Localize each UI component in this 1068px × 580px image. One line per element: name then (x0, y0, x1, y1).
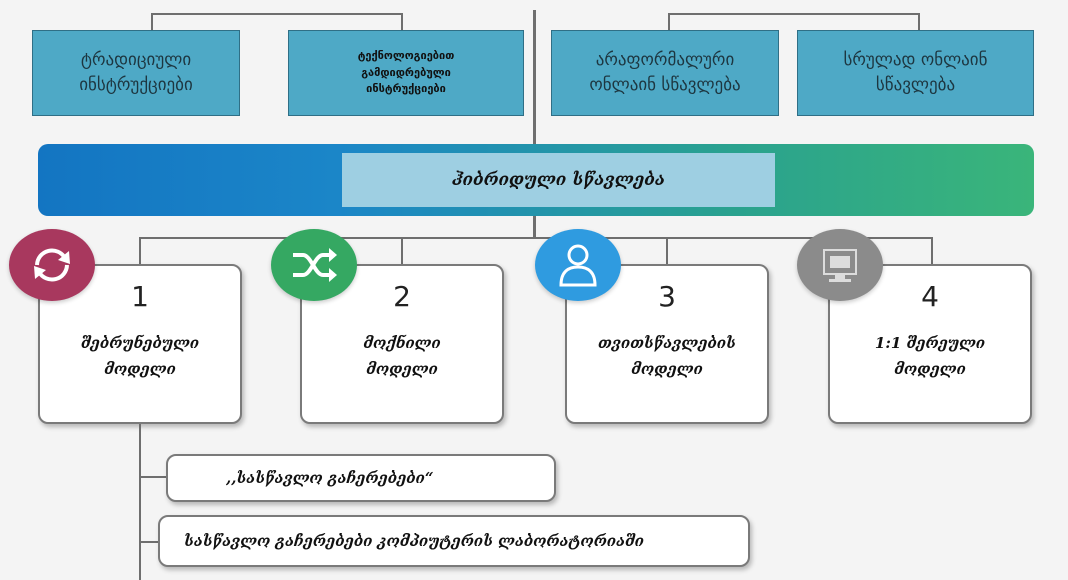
model-number: 2 (393, 280, 411, 313)
banner-label-box: ჰიბრიდული სწავლება (342, 153, 775, 207)
connector-line (139, 476, 167, 478)
top-box-fully-online: სრულად ონლაინ სწავლება (797, 30, 1034, 116)
connector-line (139, 424, 141, 580)
sub-item-label: სასწავლო გაჩერებები კომპიუტერის ლაბორატო… (184, 532, 644, 550)
model-title: მოქნილი მოდელი (363, 334, 441, 379)
top-box-tech-enhanced: ტექნოლოგიებით გამდიდრებული ინსტრუქციები (288, 30, 524, 116)
top-box-informal-online: არაფორმალური ონლაინ სწავლება (551, 30, 779, 116)
sub-item-computer-lab-stops: სასწავლო გაჩერებები კომპიუტერის ლაბორატო… (158, 515, 750, 567)
connector-line (139, 237, 933, 239)
shuffle-icon (271, 229, 357, 301)
model-card-self-learning: 3 თვითსწავლების მოდელი (565, 264, 769, 424)
connector-line (918, 13, 920, 30)
connector-line (668, 13, 920, 15)
computer-icon (797, 229, 883, 301)
sub-item-label: ,,სასწავლო გაჩერებები“ (226, 469, 434, 487)
top-box-label: ტექნოლოგიებით გამდიდრებული ინსტრუქციები (357, 49, 455, 96)
connector-line (139, 237, 141, 265)
model-number: 3 (658, 280, 676, 313)
connector-line (151, 13, 403, 15)
connector-line (139, 541, 159, 543)
banner-label: ჰიბრიდული სწავლება (452, 170, 665, 190)
connector-line (931, 237, 933, 265)
connector-line (533, 10, 536, 144)
connector-line (401, 13, 403, 30)
model-title: შებრუნებული მოდელი (80, 334, 200, 379)
top-box-label: სრულად ონლაინ სწავლება (843, 49, 988, 96)
rotate-arrows-icon (9, 229, 95, 301)
connector-line (533, 216, 536, 238)
model-title: თვითსწავლების მოდელი (598, 334, 736, 379)
model-number: 4 (921, 280, 939, 313)
top-box-traditional: ტრადიციული ინსტრუქციები (32, 30, 240, 116)
user-icon (535, 229, 621, 301)
model-number: 1 (131, 280, 149, 313)
connector-line (401, 237, 403, 265)
model-title: 1:1 შერეული მოდელი (874, 334, 986, 379)
connector-line (151, 13, 153, 30)
connector-line (668, 13, 670, 30)
sub-item-study-stops: ,,სასწავლო გაჩერებები“ (166, 454, 556, 502)
connector-line (666, 237, 668, 265)
model-card-flipped: 1 შებრუნებული მოდელი (38, 264, 242, 424)
top-box-label: ტრადიციული ინსტრუქციები (79, 49, 193, 96)
top-box-label: არაფორმალური ონლაინ სწავლება (589, 49, 741, 96)
